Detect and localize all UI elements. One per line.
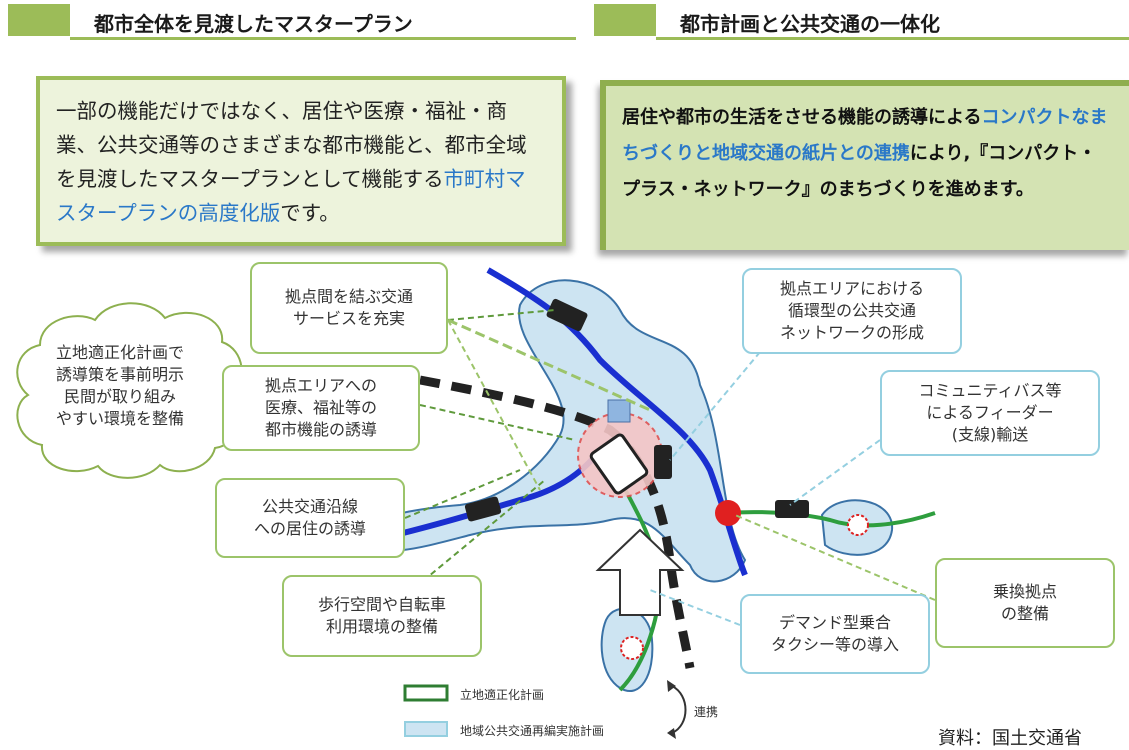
legend-label-location-plan: 立地適正化計画 — [460, 688, 545, 702]
satellite-hub-right — [847, 514, 869, 536]
green-feeder-line — [727, 510, 936, 528]
header-right-rule — [656, 37, 1129, 40]
panel-master-plan: 一部の機能だけではなく、居住や医療・福祉・商業、公共交通等のさまざまな都市機能と… — [36, 76, 566, 246]
header-left-marker — [8, 4, 70, 36]
panel-left-highlight: 市町村マスタープランの高度化版 — [56, 167, 526, 225]
connector-line-c1 — [447, 309, 556, 321]
bus-icon-3 — [775, 500, 809, 518]
bus-icon-2 — [464, 496, 502, 522]
panel-transport-text: 居住や都市の生活をさせる機能の誘導によるコンパクトなまちづくりと地域交通の紙片と… — [622, 100, 1113, 208]
legend-swatch-blue — [404, 721, 448, 737]
panel-right-text-before: 居住や都市の生活をさせる機能の誘導による — [622, 107, 982, 128]
connector-line-c7 — [734, 514, 936, 601]
station-building — [589, 433, 649, 495]
connector-line-c5 — [669, 351, 761, 461]
header-right-marker — [594, 4, 656, 36]
connector-line-c1b — [447, 318, 651, 412]
callout-transport-service: 拠点間を結ぶ交通 サービスを充実 — [250, 262, 448, 354]
connector-line-c2 — [419, 404, 576, 441]
connector-line-c3 — [404, 469, 521, 519]
legend-label-transit-plan: 地域公共交通再編実施計画 — [460, 724, 605, 738]
cloud-text: 立地適正化計画で 誘導策を事前明示 民間が取り組み やすい環境を整備 — [55, 343, 184, 428]
connector-line-c1c — [447, 319, 541, 491]
city-area-shape — [363, 279, 747, 583]
cloud-shape — [16, 302, 243, 479]
header-left: 都市全体を見渡したマスタープラン — [8, 0, 576, 40]
transfer-hub-dot — [715, 500, 741, 526]
rail-line — [419, 375, 695, 669]
panel-right-highlight: コンパクトなまちづくりと地域交通の紙片との連携 — [622, 107, 1108, 164]
callout-walking-cycling: 歩行空間や自転車 利用環境の整備 — [282, 575, 482, 657]
connector-line-c6 — [789, 439, 881, 506]
panel-transport: 居住や都市の生活をさせる機能の誘導によるコンパクトなまちづくりと地域交通の紙片と… — [600, 80, 1129, 250]
header-right-title: 都市計画と公共交通の一体化 — [680, 12, 940, 36]
panel-left-text-before: 一部の機能だけではなく、居住や医療・福祉・商業、公共交通等のさまざまな都市機能と… — [56, 99, 527, 191]
connector-line-c8 — [649, 589, 741, 626]
panel-master-plan-text: 一部の機能だけではなく、居住や医療・福祉・商業、公共交通等のさまざまな都市機能と… — [56, 94, 546, 230]
callout-transfer-hub: 乗換拠点 の整備 — [935, 558, 1115, 648]
header-left-rule — [70, 37, 576, 40]
legend-label-link: 連携 — [694, 705, 719, 719]
header-left-title: 都市全体を見渡したマスタープラン — [94, 12, 413, 36]
header-right: 都市計画と公共交通の一体化 — [594, 0, 1129, 40]
bus-icon-1 — [546, 298, 588, 332]
up-arrow-icon — [595, 528, 685, 616]
legend-swatch-green — [403, 684, 449, 702]
callout-circular-transit: 拠点エリアにおける 循環型の公共交通 ネットワークの形成 — [742, 268, 962, 354]
panel-left-text-after: です。 — [280, 201, 340, 225]
source-credit: 資料：国土交通省 — [938, 728, 1082, 749]
callout-residential-guidance: 公共交通沿線 への居住の誘導 — [215, 478, 405, 558]
panel-right-text-after: により,『コンパクト・プラス・ネットワーク』のまちづくりを進めます。 — [622, 143, 1097, 200]
satellite-hub-bottom — [620, 636, 644, 660]
tower-block — [607, 399, 631, 423]
legend-link-arrow-icon — [671, 685, 687, 734]
callout-feeder-bus: コミュニティバス等 によるフィーダー (支線)輸送 — [880, 370, 1100, 456]
blue-route-line-lower — [364, 448, 603, 545]
callout-urban-functions: 拠点エリアへの 医療、福祉等の 都市機能の誘導 — [222, 365, 420, 451]
bus-icon-4 — [654, 445, 672, 479]
callout-demand-taxi: デマンド型乗合 タクシー等の導入 — [740, 594, 930, 674]
